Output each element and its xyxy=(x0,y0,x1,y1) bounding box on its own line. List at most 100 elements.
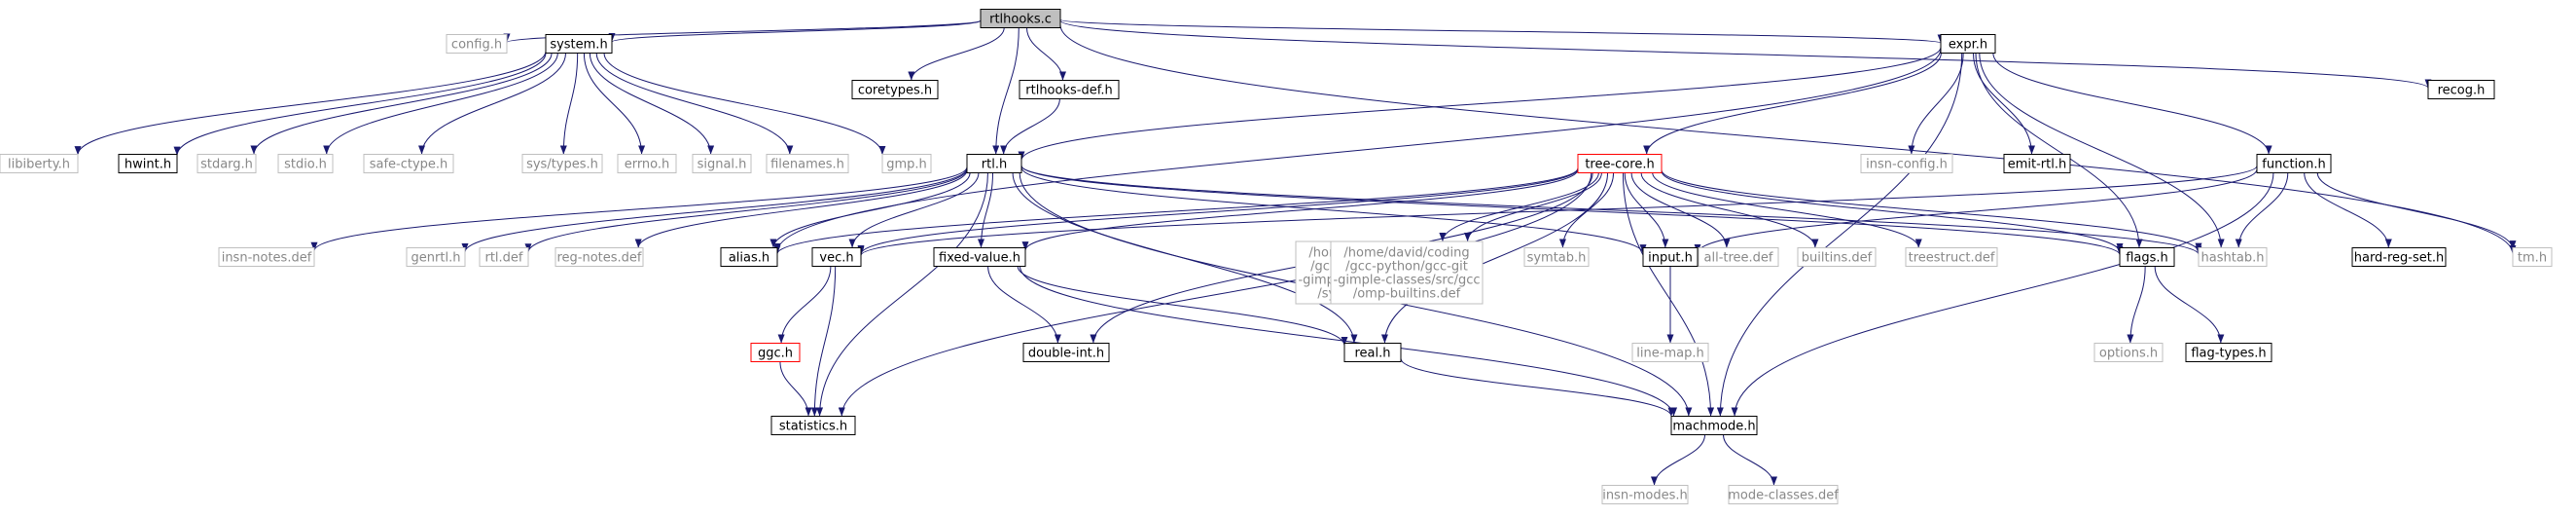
node-hard_reg_set_h[interactable]: hard-reg-set.h xyxy=(2351,247,2447,267)
node-function_h[interactable]: function.h xyxy=(2256,154,2332,173)
node-rtlhooks_def_h[interactable]: rtlhooks-def.h xyxy=(1019,80,1120,99)
edge-tree_core_h-to-omp_builtins_def xyxy=(1464,172,1602,242)
node-coretypes_h[interactable]: coretypes.h xyxy=(851,80,939,99)
node-libiberty_h-label: libiberty.h xyxy=(8,158,70,172)
node-statistics_h[interactable]: statistics.h xyxy=(770,416,856,435)
node-flags_h-label: flags.h xyxy=(2126,251,2168,266)
edge-tree_core_h-to-symtab_h xyxy=(1558,172,1615,248)
node-recog_h-box xyxy=(2427,80,2495,99)
edge-rtlhooks_c-to-rtlhooks_def_h xyxy=(1026,27,1066,81)
node-config_h: config.h xyxy=(446,34,508,54)
edge-expr_h-to-function_h xyxy=(1992,53,2272,155)
node-vec_h-box xyxy=(811,247,862,267)
node-line_map_h-label: line-map.h xyxy=(1636,347,1703,361)
node-emit_rtl_h[interactable]: emit-rtl.h xyxy=(2003,154,2071,173)
node-options_h: options.h xyxy=(2093,343,2164,362)
node-line_map_h-box xyxy=(1631,343,1709,362)
edge-tree_core_h-to-statistics_h xyxy=(838,172,1592,417)
node-expr_h-label: expr.h xyxy=(1949,38,1987,53)
edge-expr_h-to-tree_core_h xyxy=(1643,53,1942,155)
node-insn_modes_h-box xyxy=(1601,485,1689,504)
node-tree_core_h[interactable]: tree-core.h xyxy=(1577,154,1663,173)
node-ggc_h-box xyxy=(750,343,801,362)
node-config_h-box xyxy=(446,34,508,54)
edge-real_h-to-machmode_h xyxy=(1400,358,1675,417)
node-symtab_h-box xyxy=(1523,247,1590,267)
edge-expr_h-to-alias_h xyxy=(773,48,1942,252)
node-expr_h[interactable]: expr.h xyxy=(1940,34,1996,54)
node-input_h[interactable]: input.h xyxy=(1642,247,1699,267)
node-vec_h[interactable]: vec.h xyxy=(811,247,862,267)
node-insn_modes_h: insn-modes.h xyxy=(1601,485,1689,504)
edge-tree_core_h-to-hashtab_h xyxy=(1661,169,2202,252)
node-gmp_h-label: gmp.h xyxy=(886,158,927,172)
edge-function_h-to-machmode_h xyxy=(1731,172,2274,417)
node-flags_h[interactable]: flags.h xyxy=(2119,247,2175,267)
node-gmp_h: gmp.h xyxy=(881,154,932,173)
edge-flags_h-to-flag_types_h xyxy=(2154,266,2225,344)
edge-function_h-to-input_h xyxy=(1694,168,2258,253)
edge-rtl_h-to-fixed_value_h xyxy=(977,172,994,248)
node-stdarg_h: stdarg.h xyxy=(197,154,257,173)
node-double_int_h[interactable]: double-int.h xyxy=(1022,343,1110,362)
node-treestruct_def: treestruct.def xyxy=(1905,247,1998,267)
node-real_h[interactable]: real.h xyxy=(1343,343,1402,362)
node-rtl_h[interactable]: rtl.h xyxy=(966,154,1022,173)
node-function_h-label: function.h xyxy=(2262,158,2325,172)
node-function_h-box xyxy=(2256,154,2332,173)
node-filenames_h-box xyxy=(766,154,849,173)
node-all_tree_def-label: all-tree.def xyxy=(1704,251,1773,266)
node-real_h-box xyxy=(1343,343,1402,362)
node-reg_notes_def-label: reg-notes.def xyxy=(556,251,641,266)
node-fixed_value_h[interactable]: fixed-value.h xyxy=(933,247,1026,267)
node-alias_h-box xyxy=(720,247,778,267)
node-ggc_h-label: ggc.h xyxy=(758,347,793,361)
node-hashtab_h-box xyxy=(2198,247,2268,267)
edge-tree_core_h-to-fixed_value_h xyxy=(1021,169,1579,251)
edge-system_h-to-errno_h xyxy=(583,53,646,155)
node-mode_classes_def: mode-classes.def xyxy=(1728,485,1839,504)
node-statistics_h-label: statistics.h xyxy=(779,420,847,434)
edge-system_h-to-hwint_h xyxy=(173,53,547,156)
node-ggc_h[interactable]: ggc.h xyxy=(750,343,801,362)
edge-tree_core_h-to-vec_h xyxy=(857,167,1579,255)
node-flag_types_h[interactable]: flag-types.h xyxy=(2185,343,2272,362)
edge-rtl_h-to-vec_h xyxy=(848,172,980,248)
node-recog_h[interactable]: recog.h xyxy=(2427,80,2495,99)
node-genrtl_h-label: genrtl.h xyxy=(411,251,461,266)
node-system_h-label: system.h xyxy=(550,38,607,53)
edge-tree_core_h-to-flags_h xyxy=(1661,170,2124,253)
node-insn_notes_def-box xyxy=(218,247,315,267)
edge-expr_h-to-hashtab_h xyxy=(1979,53,2225,248)
node-fixed_value_h-box xyxy=(933,247,1026,267)
edge-machmode_h-to-insn_modes_h xyxy=(1651,434,1705,486)
edge-tree_core_h-to-machmode_h xyxy=(1622,172,1715,417)
edge-rtlhooks_c-to-config_h xyxy=(503,19,982,44)
node-coretypes_h-label: coretypes.h xyxy=(858,84,932,98)
node-flags_h-box xyxy=(2119,247,2175,267)
node-recog_h-label: recog.h xyxy=(2438,84,2486,98)
node-rtl_def: rtl.def xyxy=(479,247,529,267)
node-insn_notes_def-label: insn-notes.def xyxy=(222,251,312,266)
edge-system_h-to-stdarg_h xyxy=(250,53,553,155)
node-safe_ctype_h-label: safe-ctype.h xyxy=(370,158,448,172)
node-tm_h: tm.h xyxy=(2512,247,2553,267)
node-genrtl_h: genrtl.h xyxy=(406,247,466,267)
edge-system_h-to-signal_h xyxy=(589,53,715,155)
edge-fixed_value_h-to-machmode_h xyxy=(1019,266,1677,417)
node-alias_h[interactable]: alias.h xyxy=(720,247,778,267)
edge-system_h-to-stdio_h xyxy=(323,53,558,155)
node-sys_types_h-box xyxy=(521,154,603,173)
node-machmode_h[interactable]: machmode.h xyxy=(1670,416,1758,435)
node-builtins_def-box xyxy=(1797,247,1877,267)
node-stdarg_h-label: stdarg.h xyxy=(200,158,253,172)
node-rtlhooks_c[interactable]: rtlhooks.c xyxy=(980,9,1061,28)
node-treestruct_def-label: treestruct.def xyxy=(1909,251,1995,266)
node-hwint_h[interactable]: hwint.h xyxy=(118,154,178,173)
node-sys_types_h-label: sys/types.h xyxy=(526,158,598,172)
node-coretypes_h-box xyxy=(851,80,939,99)
node-system_h-box xyxy=(545,34,613,54)
edge-system_h-to-safe_ctype_h xyxy=(418,53,566,155)
node-system_h[interactable]: system.h xyxy=(545,34,613,54)
node-all_tree_def-box xyxy=(1698,247,1779,267)
